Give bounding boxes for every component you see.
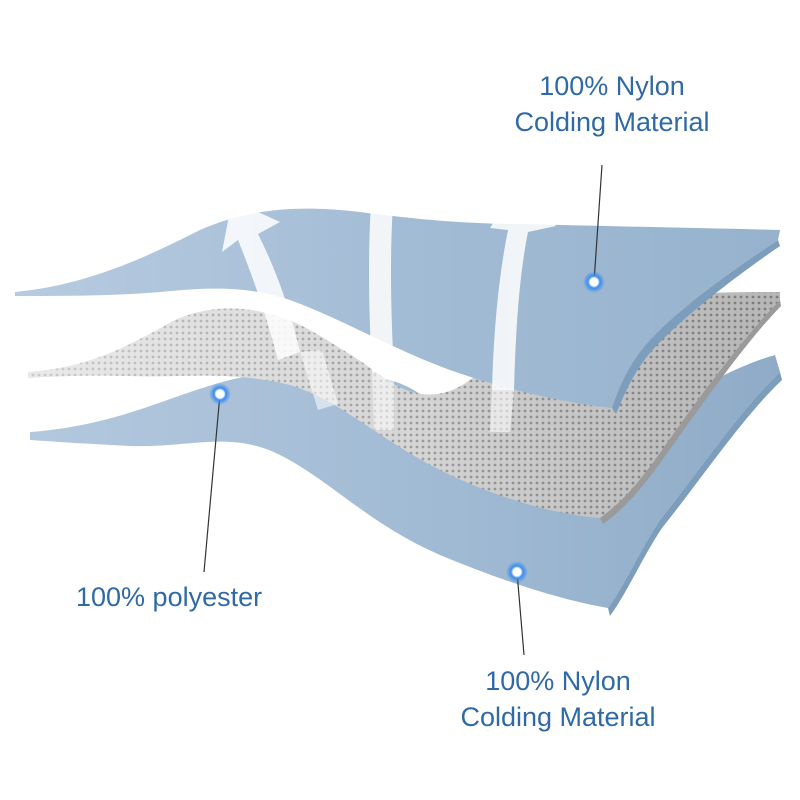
middle-layer-label-line1: 100% polyester [76,582,263,612]
middle-layer-label: 100% polyester [76,579,262,615]
upward-airflow-arrows-icon [222,148,556,432]
middle-layer-marker-icon [209,383,231,405]
top-nylon-layer [15,208,780,414]
bottom-layer-marker-icon [506,561,528,583]
top-layer-label: 100% Nylon Colding Material [497,68,727,140]
bottom-layer-label-line2: Colding Material [460,702,656,732]
top-layer-label-line1: 100% Nylon [539,71,685,101]
top-layer-marker-icon [583,271,605,293]
layer-markers [209,271,605,583]
top-layer-label-line2: Colding Material [514,107,710,137]
bottom-layer-label: 100% Nylon Colding Material [443,663,673,735]
leader-lines [203,164,603,656]
bottom-layer-label-line1: 100% Nylon [485,666,631,696]
